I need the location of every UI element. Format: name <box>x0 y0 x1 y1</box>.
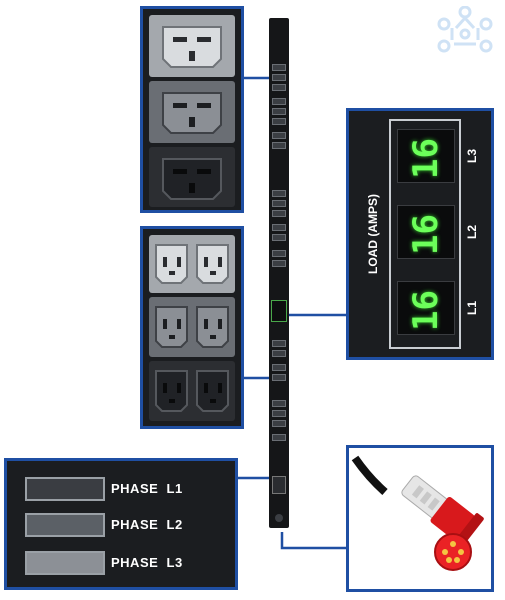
segment-display-l1: 16 <box>397 281 455 335</box>
c13-outlet-panel <box>140 226 244 429</box>
c19-outlet-icon <box>162 26 222 68</box>
legend-swatch-l2 <box>25 513 105 537</box>
load-display-panel: LOAD (AMPS) 16 16 16 L3 L2 L1 <box>346 108 494 360</box>
connected-nodes-logo <box>437 6 493 53</box>
l1-label: L1 <box>465 300 480 316</box>
c13-outlet-icon <box>155 370 229 412</box>
pdu-strip <box>269 18 289 528</box>
c19-outlet-phase-l1 <box>149 147 235 207</box>
legend-label-l1: PHASE L1 <box>111 481 183 496</box>
c19-outlet-phase-l2 <box>149 81 235 143</box>
l2-load-value: 16 <box>406 214 446 255</box>
c13-outlet-row-phase-l3 <box>149 235 235 293</box>
c13-outlet-icon <box>155 244 229 284</box>
segment-display-l2: 16 <box>397 205 455 259</box>
l1-load-value: 16 <box>406 290 446 331</box>
c13-outlet-row-phase-l2 <box>149 297 235 357</box>
strip-breaker <box>272 476 286 494</box>
l3-load-value: 16 <box>406 138 446 179</box>
display-frame <box>389 119 461 349</box>
strip-meter <box>271 300 287 322</box>
c19-outlet-icon <box>162 92 222 134</box>
strip-cord-entry <box>275 514 283 522</box>
legend-label-l3: PHASE L3 <box>111 555 183 570</box>
phase-legend-panel: PHASE L1 PHASE L2 PHASE L3 <box>4 458 238 590</box>
c19-outlet-phase-l3 <box>149 15 235 77</box>
plug-panel <box>346 445 494 592</box>
c13-outlet-row-phase-l1 <box>149 361 235 421</box>
c19-outlet-panel <box>140 6 244 213</box>
c13-outlet-icon <box>155 306 229 348</box>
c19-outlet-icon <box>162 158 222 200</box>
l2-label: L2 <box>465 224 480 240</box>
segment-display-l3: 16 <box>397 129 455 183</box>
load-display-title: LOAD (AMPS) <box>366 194 380 274</box>
legend-swatch-l1 <box>25 477 105 501</box>
iec-60309-plug-icon <box>351 455 484 571</box>
legend-swatch-l3 <box>25 551 105 575</box>
l3-label: L3 <box>465 148 480 164</box>
legend-label-l2: PHASE L2 <box>111 517 183 532</box>
